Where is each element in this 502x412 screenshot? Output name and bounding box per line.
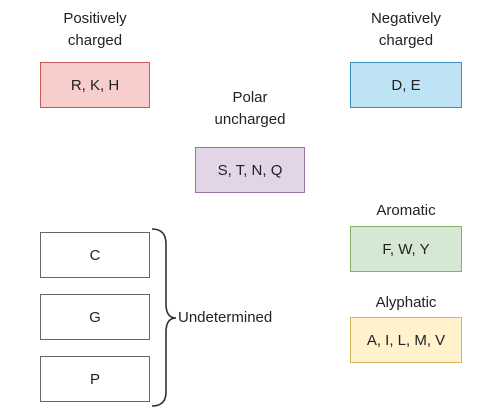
aliphatic-title: Alyphatic [375, 294, 437, 311]
undetermined-title: Undetermined [178, 309, 273, 326]
aromatic-box: F, W, Y [350, 226, 462, 272]
positive-box: R, K, H [40, 62, 150, 108]
aliphatic-box: A, I, L, M, V [350, 317, 462, 363]
undetermined-box-g: G [40, 294, 150, 340]
polar-box: S, T, N, Q [195, 147, 305, 193]
polar-title: Polar uncharged [214, 89, 286, 128]
undetermined-box-p: P [40, 356, 150, 402]
undetermined-box-c: C [40, 232, 150, 278]
aromatic-title: Aromatic [376, 202, 436, 219]
negative-title: Negatively charged [370, 10, 442, 49]
negative-box: D, E [350, 62, 462, 108]
positive-title: Positively charged [63, 10, 127, 49]
